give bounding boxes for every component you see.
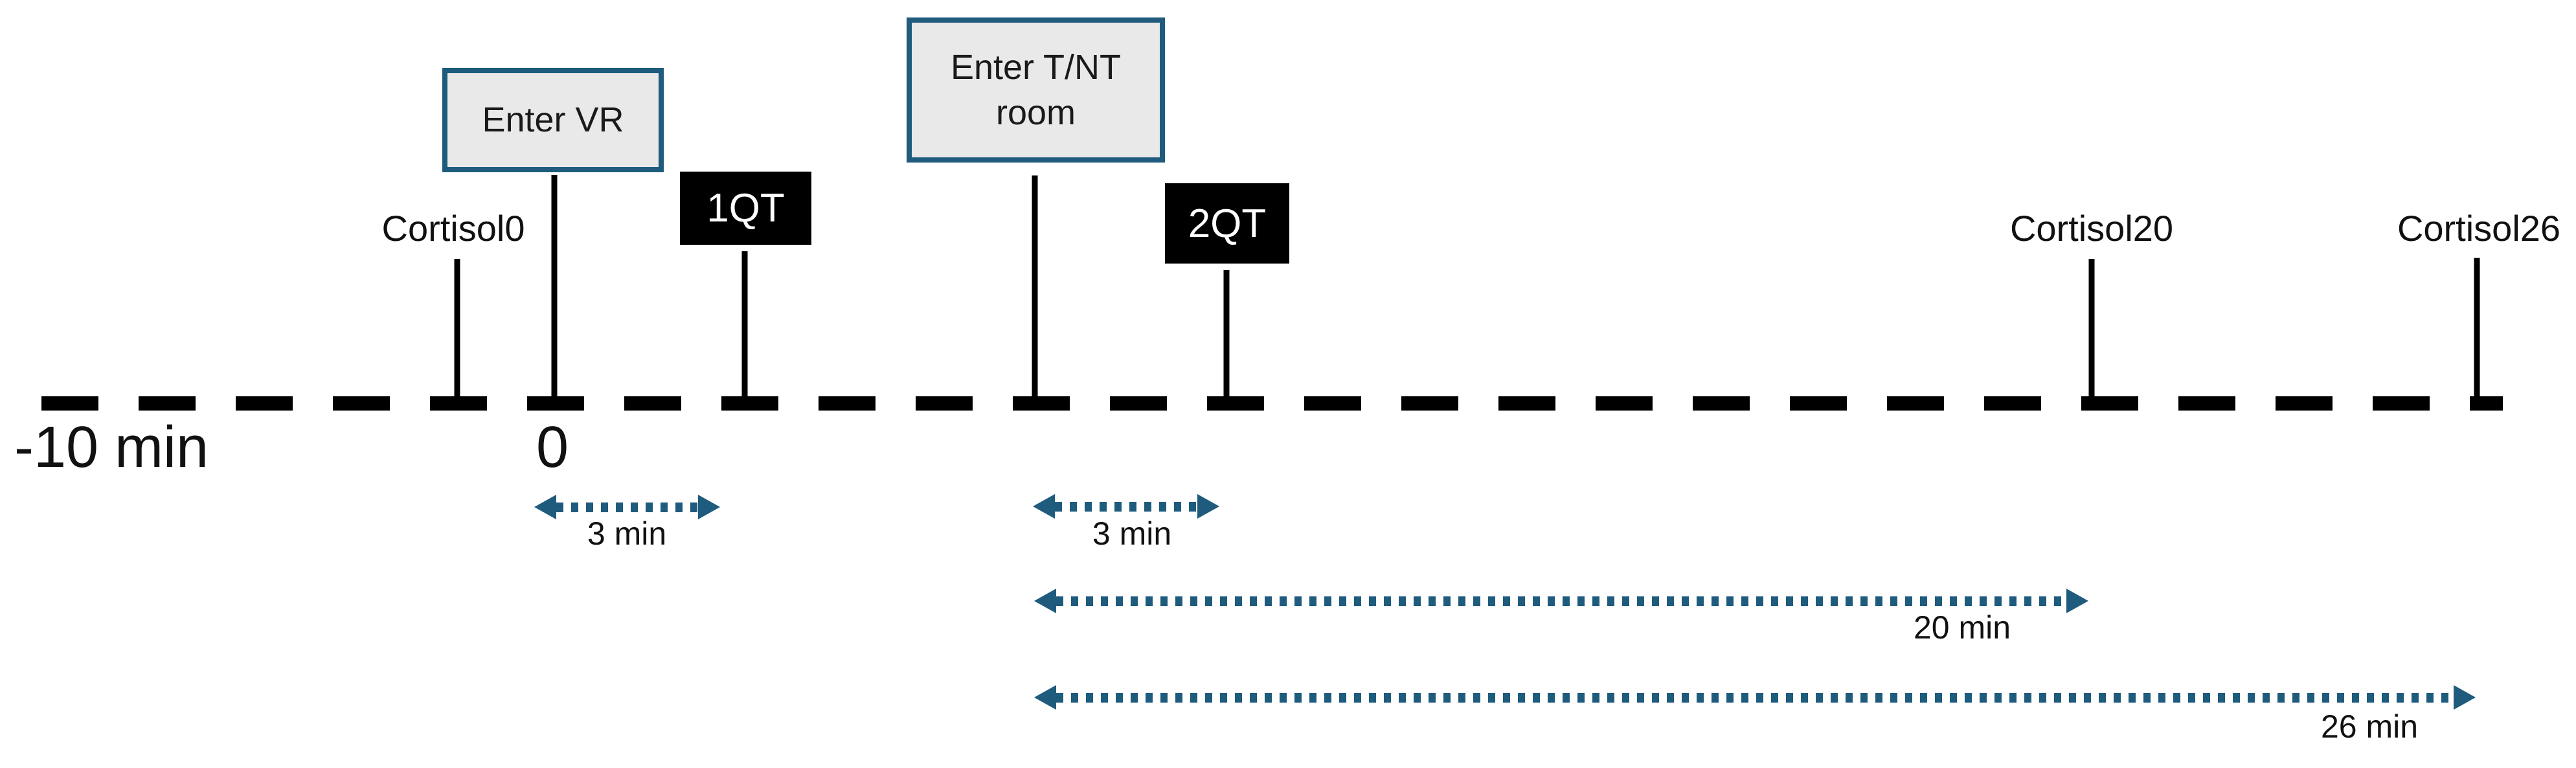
interval-arrow-3min-vr xyxy=(534,494,720,520)
arrowhead-left-icon xyxy=(1034,589,1056,613)
cortisol26-label: Cortisol26 xyxy=(2397,208,2561,249)
cortisol20-tick xyxy=(2088,259,2095,411)
interval-label-3min-tnt: 3 min xyxy=(1092,515,1172,552)
arrowhead-right-icon xyxy=(698,495,720,519)
arrowhead-right-icon xyxy=(2066,589,2088,613)
cortisol0-label: Cortisol0 xyxy=(381,208,525,249)
interval-arrow-20min xyxy=(1034,588,2088,614)
interval-arrow-26min xyxy=(1034,684,2476,710)
arrowhead-left-icon xyxy=(1033,494,1055,519)
enter-vr-box: Enter VR xyxy=(442,68,664,172)
enter-vr-label: Enter VR xyxy=(482,100,624,140)
qt1-tick xyxy=(741,251,748,411)
dotted-line xyxy=(1056,692,2454,703)
cortisol0-tick xyxy=(454,259,460,411)
qt2-label: 2QT xyxy=(1188,201,1267,246)
enter-tnt-label: Enter T/NT room xyxy=(950,47,1122,132)
axis-zero-label: 0 xyxy=(536,415,569,480)
qt2-box: 2QT xyxy=(1165,183,1289,264)
dotted-line xyxy=(1055,501,1197,512)
enter-tnt-line xyxy=(1032,175,1038,411)
interval-label-26min: 26 min xyxy=(2320,708,2419,745)
dotted-line xyxy=(1056,596,2066,606)
axis-start-label: -10 min xyxy=(14,415,209,480)
dotted-line xyxy=(556,502,698,512)
cortisol20-label: Cortisol20 xyxy=(2009,208,2174,249)
interval-arrow-3min-tnt xyxy=(1033,493,1219,519)
interval-label-3min-vr: 3 min xyxy=(587,515,667,552)
qt1-box: 1QT xyxy=(680,172,811,245)
arrowhead-right-icon xyxy=(1197,494,1219,519)
interval-label-20min: 20 min xyxy=(1913,609,2011,646)
arrowhead-right-icon xyxy=(2454,685,2476,710)
cortisol26-tick xyxy=(2474,258,2480,411)
enter-tnt-box: Enter T/NT room xyxy=(907,17,1165,163)
qt2-tick xyxy=(1223,270,1230,411)
timeline-axis xyxy=(41,396,2503,411)
arrowhead-left-icon xyxy=(1034,685,1056,710)
qt1-label: 1QT xyxy=(706,186,785,231)
arrowhead-left-icon xyxy=(534,495,556,519)
enter-vr-line xyxy=(551,175,558,411)
